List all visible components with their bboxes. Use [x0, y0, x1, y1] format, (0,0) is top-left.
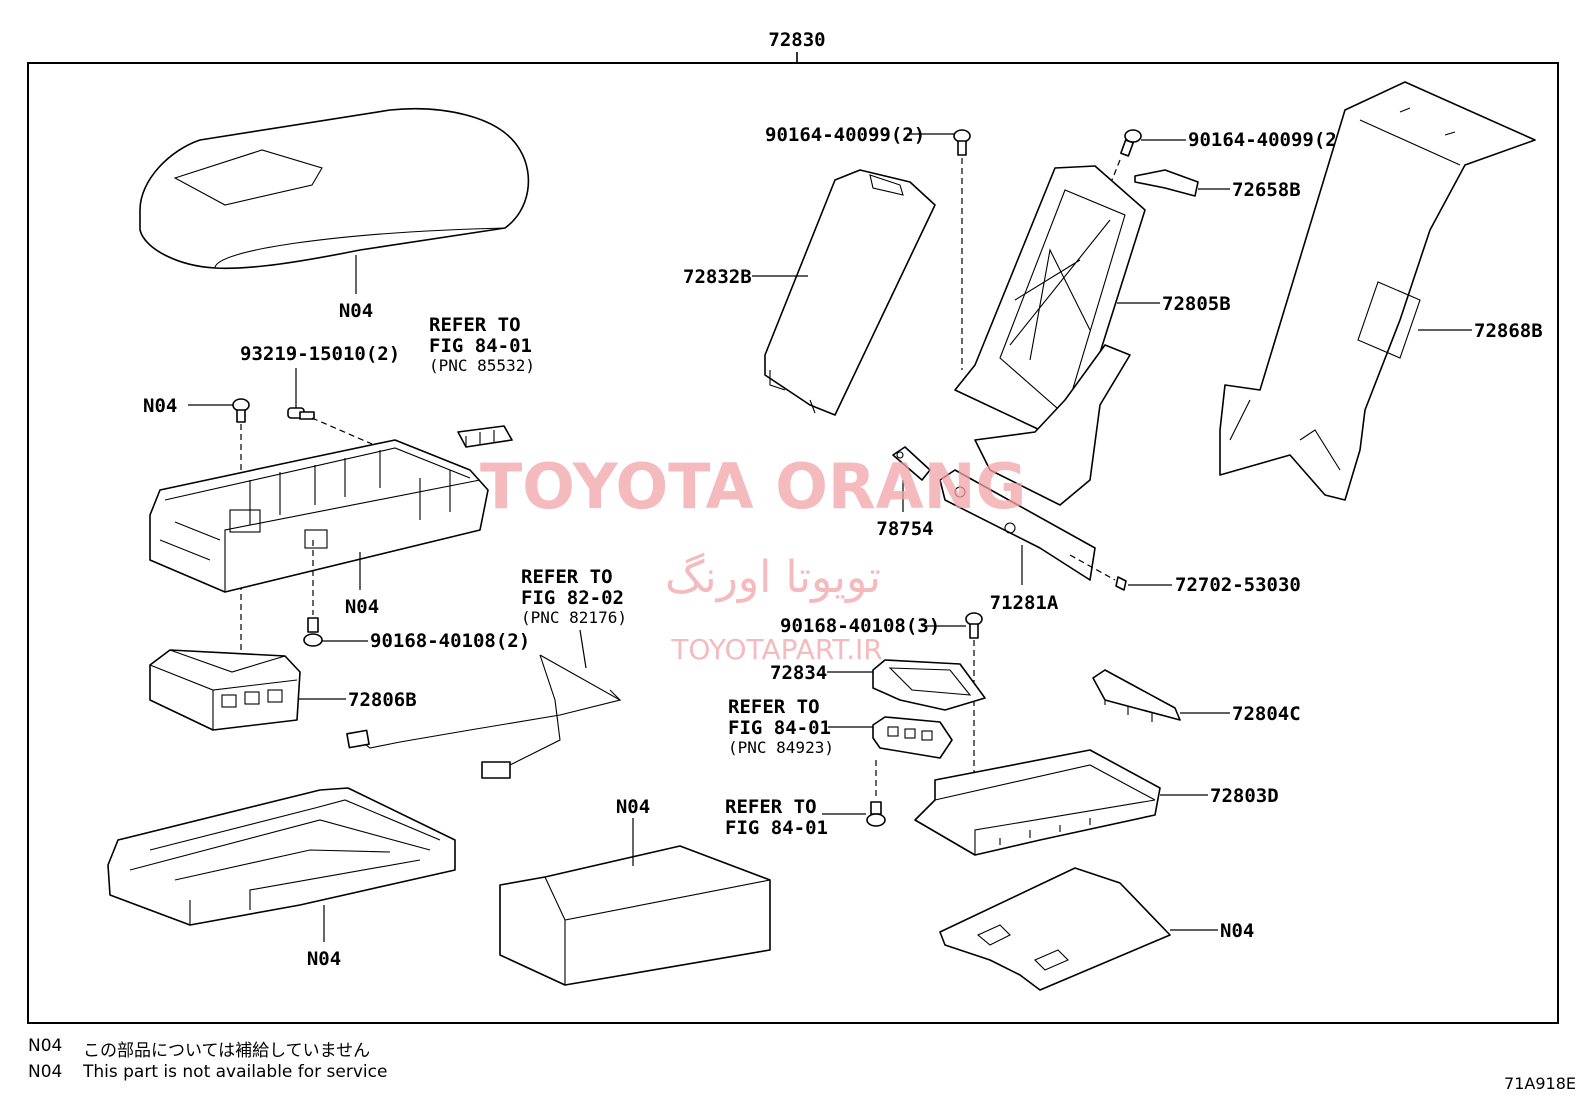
- note-1-code: N04: [28, 1036, 63, 1056]
- wire-harness-82176: [346, 654, 622, 779]
- assembly-frame: [27, 62, 1559, 1024]
- label-refer-84923-line1: REFER TO: [728, 696, 820, 718]
- console-tray: [107, 787, 456, 926]
- part-72658b: [1134, 169, 1199, 197]
- label-n04-carton: N04: [616, 796, 650, 818]
- label-71281a: 71281A: [990, 592, 1059, 614]
- packing-carton: [499, 845, 771, 986]
- label-refer-82176-line2: FIG 82-02: [521, 587, 624, 609]
- screw-n04-left-icon: [232, 398, 250, 423]
- note-2-code: N04: [28, 1062, 63, 1082]
- part-72803d: [914, 749, 1161, 856]
- watermark-brand: TOYOTA ORANG: [480, 450, 1026, 523]
- watermark-persian: تویوتا اورنگ: [665, 552, 881, 603]
- label-refer-8401-line2: FIG 84-01: [725, 817, 828, 839]
- console-mat: [939, 867, 1171, 991]
- armrest-lid: [139, 107, 530, 270]
- label-refer-82176-line3: (PNC 82176): [521, 608, 627, 627]
- clip-72702-icon: [1115, 576, 1127, 591]
- label-screw-90164-right: 90164-40099(2): [1188, 129, 1348, 151]
- label-72804c: 72804C: [1232, 703, 1301, 725]
- label-screw-90168-3: 90168-40108(3): [780, 615, 940, 637]
- label-72868b: 72868B: [1474, 320, 1543, 342]
- label-72658b: 72658B: [1232, 179, 1301, 201]
- part-72868b: [1219, 81, 1536, 501]
- part-72805b: [954, 165, 1146, 506]
- note-1-text: この部品については補給していません: [83, 1041, 371, 1061]
- console-box: [149, 439, 489, 593]
- label-screw-93219: 93219-15010(2): [240, 343, 400, 365]
- label-72834: 72834: [770, 662, 827, 684]
- note-2-text: This part is not available for service: [83, 1062, 388, 1082]
- part-71281a: [939, 469, 1096, 581]
- part-72832b: [764, 169, 936, 416]
- connector-85532-icon: [457, 425, 513, 448]
- label-refer-8401-line1: REFER TO: [725, 796, 817, 818]
- label-n04-lid: N04: [339, 300, 373, 322]
- label-n04-tray: N04: [307, 948, 341, 970]
- label-72702: 72702-53030: [1175, 574, 1301, 596]
- label-78754: 78754: [876, 518, 933, 540]
- label-screw-90168-2: 90168-40108(2): [370, 630, 530, 652]
- label-72806b: 72806B: [348, 689, 417, 711]
- label-refer-84923-line2: FIG 84-01: [728, 717, 831, 739]
- screw-84-01-icon: [866, 801, 886, 827]
- part-72806b: [149, 649, 301, 731]
- label-n04-box: N04: [345, 596, 379, 618]
- label-refer-85532-line2: FIG 84-01: [429, 335, 532, 357]
- label-refer-84923-line3: (PNC 84923): [728, 738, 834, 757]
- part-72804c: [1092, 669, 1181, 722]
- screw-90164-left-icon: [953, 129, 971, 156]
- screw-90168-2-icon: [303, 617, 323, 647]
- label-n04-mat: N04: [1220, 920, 1254, 942]
- label-refer-82176-line1: REFER TO: [521, 566, 613, 588]
- screw-93219-icon: [287, 407, 315, 420]
- label-n04-screw-left: N04: [143, 395, 177, 417]
- part-72834: [872, 659, 986, 711]
- label-72803d: 72803D: [1210, 785, 1279, 807]
- label-refer-85532-line3: (PNC 85532): [429, 356, 535, 375]
- watermark-site: TOYOTAPART.IR: [670, 633, 882, 666]
- screw-90168-3-icon: [965, 612, 983, 639]
- switch-84923-icon: [872, 716, 953, 759]
- screw-90164-right-icon: [1120, 129, 1142, 157]
- label-72832b: 72832B: [683, 266, 752, 288]
- figure-code: 71A918E: [1504, 1074, 1576, 1093]
- part-78754: [892, 446, 931, 481]
- label-screw-90164-left: 90164-40099(2): [765, 124, 925, 146]
- label-refer-85532-line1: REFER TO: [429, 314, 521, 336]
- label-72805b: 72805B: [1162, 293, 1231, 315]
- assembly-label: 72830: [768, 29, 825, 51]
